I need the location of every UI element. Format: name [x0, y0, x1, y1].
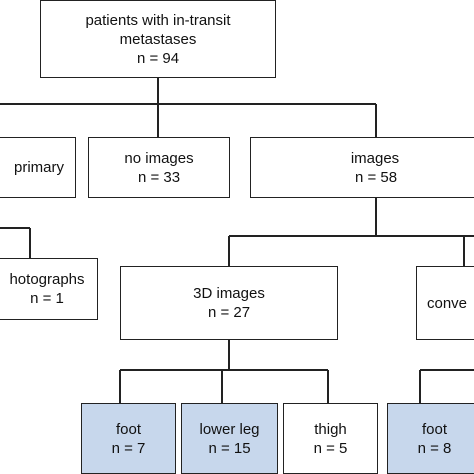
node-root-line-1: patients with in-transit: [85, 11, 231, 29]
node-foot-conv: foot n = 8: [387, 403, 474, 474]
node-lower-leg-line-2: n = 15: [208, 439, 251, 457]
node-primary-line-1: primary: [13, 159, 64, 176]
node-3d-images-line-1: 3D images: [193, 285, 265, 302]
node-foot-conv-line-1: foot: [421, 420, 448, 438]
node-thigh-line-1: thigh: [314, 420, 347, 438]
node-thigh-line-2: n = 5: [313, 439, 348, 457]
node-images-line-1: images: [350, 149, 400, 167]
node-conventional-line-1: conve: [427, 294, 468, 312]
node-photographs-line-2: n = 1: [30, 290, 64, 307]
node-conventional: conve: [416, 266, 474, 340]
node-thigh: thigh n = 5: [283, 403, 378, 474]
node-3d-images-line-2: n = 27: [207, 304, 251, 321]
node-root-line-2: metastases: [119, 30, 197, 48]
node-lower-leg-line-1: lower leg: [199, 420, 260, 438]
node-3d-images: 3D images n = 27: [120, 266, 338, 340]
node-lower-leg: lower leg n = 15: [181, 403, 278, 474]
node-foot-conv-line-2: n = 8: [417, 439, 452, 457]
node-photographs: hotographs n = 1: [0, 258, 98, 320]
node-foot-3d: foot n = 7: [81, 403, 176, 474]
node-images: images n = 58: [250, 137, 474, 198]
node-no-images-line-2: n = 33: [137, 168, 181, 186]
node-no-images: no images n = 33: [88, 137, 230, 198]
node-primary: primary: [0, 137, 76, 198]
node-root: patients with in-transit metastases n = …: [40, 0, 276, 78]
node-foot-3d-line-2: n = 7: [111, 439, 146, 457]
node-photographs-line-1: hotographs: [9, 271, 85, 288]
node-foot-3d-line-1: foot: [115, 420, 142, 438]
node-no-images-line-1: no images: [124, 149, 194, 167]
node-root-line-3: n = 94: [136, 49, 180, 67]
node-images-line-2: n = 58: [354, 168, 398, 186]
